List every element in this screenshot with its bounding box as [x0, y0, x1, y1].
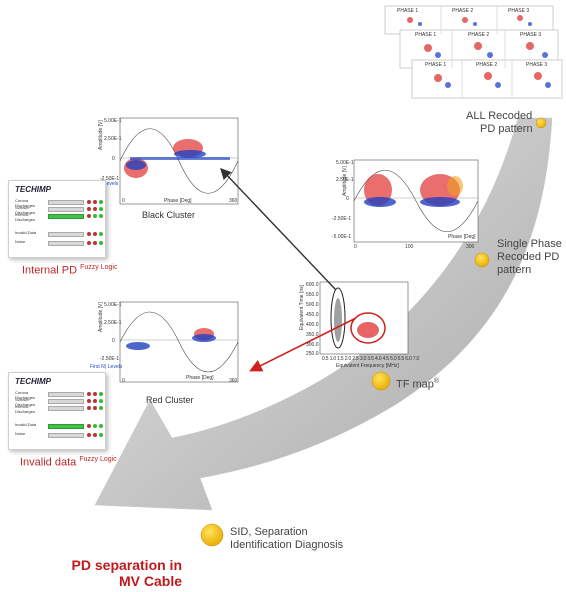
techimp-logo: TECHIMP [15, 377, 51, 386]
thumb-label: PHASE 2 [476, 62, 498, 68]
thumb-label: PHASE 2 [452, 8, 474, 14]
tf-ytick: 400.0 [306, 322, 319, 328]
black-cluster-xtick: 360 [229, 198, 238, 204]
black-cluster-label: Black Cluster [142, 210, 196, 220]
single-phase-ytick: 5.00E-1 [336, 160, 354, 166]
black-cluster-xlabel: Phase [Deg] [164, 198, 192, 204]
stage-tf-map-label: TF map® [396, 378, 440, 391]
single-phase-xtick: 300 [466, 244, 475, 250]
internal-pd-panel: TECHIMP Corona Discharges Surface Discha… [8, 180, 106, 258]
single-phase-ytick: 2.50E-1 [336, 177, 354, 183]
red-cluster-ytick: 2.50E-1 [104, 320, 122, 326]
red-cluster-xtick: 360 [229, 378, 238, 384]
tf-ytick: 550.0 [306, 292, 319, 298]
single-phase-ytick: -2.50E-1 [332, 216, 352, 222]
thumb-label: PHASE 3 [526, 62, 548, 68]
thumb-label: PHASE 3 [508, 8, 530, 14]
single-phase-ytick: -5.00E-1 [332, 234, 352, 240]
single-phase-plot [353, 159, 479, 243]
thumb-label: PHASE 1 [425, 62, 447, 68]
marker-all-recorded [535, 117, 547, 129]
black-cluster-ylabel: Amplitude [V] [98, 120, 104, 150]
red-cluster-xlabel: Phase [Deg] [186, 375, 214, 381]
tf-xlabel: Equivalent Frequency [MHz] [336, 363, 399, 369]
black-cluster-xtick: 0 [122, 198, 125, 204]
tf-xticks: 0.5 1.0 1.5 2.0 2.5 3.0 3.5 4.0 4.5 5.0 … [322, 356, 420, 362]
thumb-label: PHASE 1 [415, 32, 437, 38]
internal-pd-caption: Internal PD Fuzzy Logic [22, 264, 118, 277]
black-cluster-plot [119, 117, 239, 205]
tf-map-plot [319, 281, 409, 355]
stage-single-phase-label: Single Phase Recoded PD pattern [497, 238, 562, 276]
single-phase-ytick: 0 [346, 196, 349, 202]
marker-single-phase [474, 252, 490, 268]
flow-arrow-body [94, 117, 553, 511]
black-cluster-ytick: 0 [112, 156, 115, 162]
marker-tf-map [371, 371, 391, 391]
tf-ytick: 350.0 [306, 332, 319, 338]
single-phase-xlabel: Phase [Deg] [448, 234, 476, 240]
all-pattern-thumbnails [384, 5, 563, 99]
thumb-label: PHASE 3 [520, 32, 542, 38]
invalid-data-caption: Invalid data Fuzzy Logic [20, 456, 117, 469]
red-cluster-plot [119, 301, 239, 383]
tf-ytick: 500.0 [306, 302, 319, 308]
single-phase-xtick: 100 [405, 244, 414, 250]
red-cluster-ylabel: Amplitude [V] [98, 302, 104, 332]
marker-sid [200, 523, 224, 547]
single-phase-ylabel: Amplitude [V] [342, 166, 348, 196]
red-cluster-ytick: 0 [112, 338, 115, 344]
tf-ytick: 300.0 [306, 342, 319, 348]
red-cluster-label: Red Cluster [146, 395, 194, 405]
single-phase-xtick: 0 [354, 244, 357, 250]
tf-ytick: 600.0 [306, 282, 319, 288]
invalid-data-panel: TECHIMP Corona Discharges Surface Discha… [8, 372, 106, 450]
diagram-title: PD separation in MV Cable [71, 557, 182, 589]
tf-ytick: 450.0 [306, 312, 319, 318]
red-cluster-legend: First N) Levels [90, 364, 123, 370]
black-connector-arrow [220, 167, 337, 291]
red-cluster-ytick: 5.00E-1 [104, 302, 122, 308]
stage-sid-label: SID, Separation Identification Diagnosis [230, 526, 344, 551]
techimp-logo: TECHIMP [15, 185, 51, 194]
black-cluster-ytick: 5.00E-1 [104, 118, 122, 124]
red-cluster-ytick: -2.50E-1 [100, 356, 120, 362]
black-cluster-ytick: 2.50E-1 [104, 136, 122, 142]
thumb-label: PHASE 2 [468, 32, 490, 38]
tf-ytick: 250.0 [306, 351, 319, 357]
red-connector-arrow [249, 317, 357, 372]
thumb-label: PHASE 1 [397, 8, 419, 14]
stage-all-recorded-label: ALL Recoded PD pattern [466, 110, 533, 135]
black-cluster-ytick: -2.50E-1 [100, 176, 120, 182]
red-cluster-xtick: 0 [122, 378, 125, 384]
tf-ylabel: Equivalent Time [ns] [299, 284, 305, 330]
